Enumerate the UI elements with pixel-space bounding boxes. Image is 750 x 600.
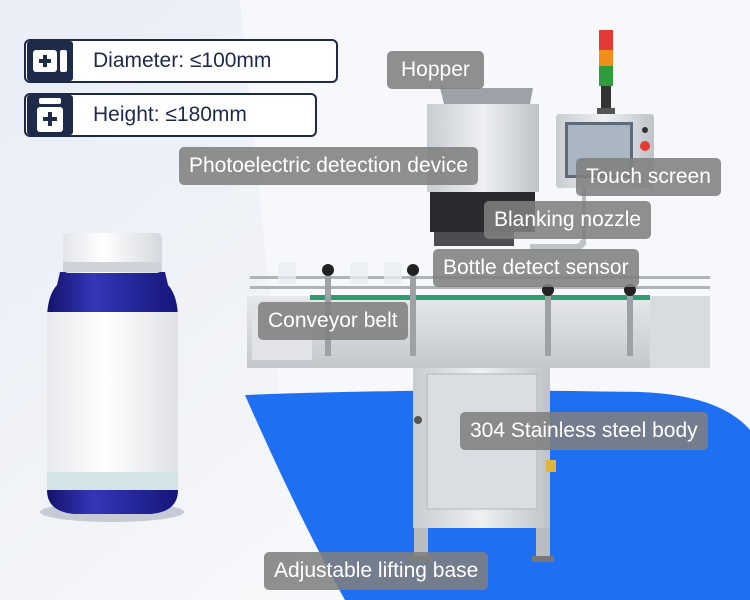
conveyor-belt-label: Conveyor belt	[258, 302, 408, 340]
diameter-spec: Diameter: ≤100mm	[24, 39, 338, 83]
height-spec-text: Height: ≤180mm	[93, 103, 247, 126]
lifting-base-label: Adjustable lifting base	[264, 552, 489, 590]
bottle-height-icon	[27, 95, 73, 135]
bottle-illustration	[40, 233, 184, 522]
hopper-label: Hopper	[387, 51, 484, 89]
bottle-sensor-label: Bottle detect sensor	[433, 249, 639, 287]
diameter-spec-text: Diameter: ≤100mm	[93, 49, 272, 72]
touch-screen-label: Touch screen	[576, 158, 721, 196]
height-spec: Height: ≤180mm	[24, 93, 317, 137]
bottle-diameter-icon	[27, 41, 73, 81]
blanking-nozzle-label: Blanking nozzle	[484, 201, 652, 239]
stainless-body-label: 304 Stainless steel body	[460, 412, 708, 450]
photoelectric-label: Photoelectric detection device	[179, 147, 478, 185]
